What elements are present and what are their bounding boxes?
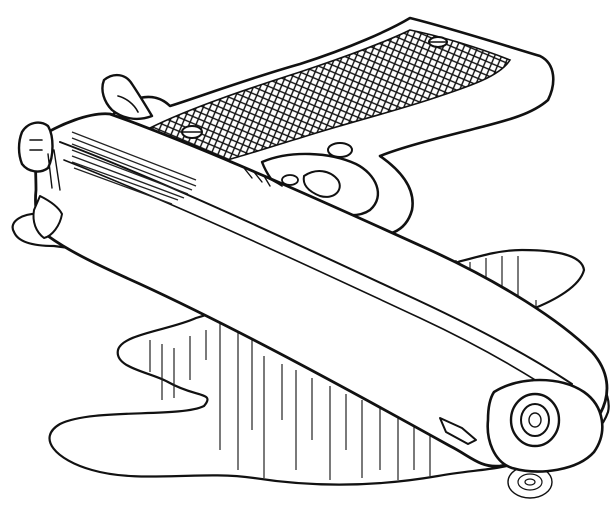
slide-rear (17, 121, 63, 239)
slide-serrations (71, 131, 197, 205)
hammer-beavertail (101, 73, 154, 121)
pistol-muzzle (486, 378, 604, 473)
trigger-area (260, 142, 380, 217)
magazine-release-icon (327, 142, 353, 158)
rear-drip (32, 195, 63, 239)
rear-sight (17, 121, 54, 173)
front-sight (439, 417, 477, 445)
trigger (302, 170, 341, 198)
